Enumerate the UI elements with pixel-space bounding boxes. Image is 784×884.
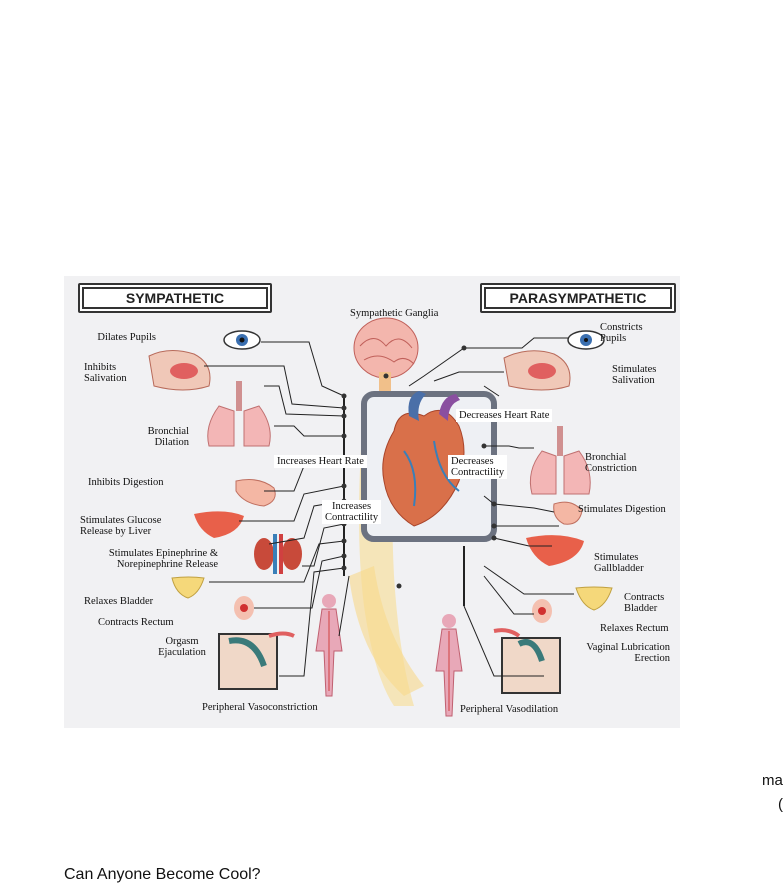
epinephrine-release-label: Stimulates Epinephrine & Norepinephrine … [108,548,218,570]
eye-right-illustration [567,330,605,350]
body-left-illustration [315,594,343,697]
page-caption: Can Anyone Become Cool? [64,866,261,883]
inhibits-digestion-label: Inhibits Digestion [88,477,164,488]
liver-right-illustration [526,535,584,566]
lungs-right-illustration [529,426,591,495]
increases-heart-rate-label: Increases Heart Rate [274,455,367,468]
constricts-pupils-label: Constricts Pupils [600,322,643,344]
relaxes-bladder-label: Relaxes Bladder [84,596,154,607]
dilates-pupils-label: Dilates Pupils [97,332,156,343]
sympathetic-header: SYMPATHETIC [78,283,272,313]
stomach-right-illustration [553,501,583,525]
clipped-text-fragment-2: ( [778,796,783,813]
diagram-graphics [148,317,613,717]
vasoconstriction-label: Peripheral Vasoconstriction [202,702,318,713]
inhibits-salivation-label: Inhibits Salivation [84,362,127,384]
decreases-heart-rate-label: Decreases Heart Rate [456,409,553,422]
pelvis-right-illustration [493,628,561,694]
bronchial-dilation-label: Bronchial Dilation [147,426,189,448]
rectum-left-illustration [234,596,254,620]
mouth-right-illustration [503,350,571,391]
autonomic-nervous-system-diagram: SYMPATHETIC PARASYMPATHETIC Sympathetic … [64,276,680,728]
clipped-text-fragment: ma [762,772,783,789]
kidneys-illustration [254,534,302,574]
sympathetic-ganglia-label: Sympathetic Ganglia [350,308,439,319]
lungs-left-illustration [207,381,271,447]
stomach-left-illustration [235,479,276,507]
orgasm-ejaculation-label: Orgasm Ejaculation [158,636,206,658]
liver-left-illustration [194,511,244,538]
vasodilation-label: Peripheral Vasodilation [460,704,559,715]
increases-contractility-label: Increases Contractility [322,500,382,524]
rectum-right-illustration [532,599,552,623]
bronchial-constriction-label: Bronchial Constriction [585,452,637,474]
mouth-left-illustration [148,350,211,391]
lubrication-erection-label: Vaginal Lubrication Erection [586,642,670,664]
stimulates-salivation-label: Stimulates Salivation [612,364,657,386]
sympathetic-connectors [204,341,350,677]
parasympathetic-connectors [408,337,574,677]
stimulates-gallbladder-label: Stimulates Gallbladder [594,552,644,574]
pelvis-left-illustration [218,631,295,690]
heart-panel [361,391,497,542]
relaxes-rectum-label: Relaxes Rectum [600,623,669,634]
parasympathetic-header: PARASYMPATHETIC [480,283,676,313]
contracts-rectum-label: Contracts Rectum [98,617,174,628]
decreases-contractility-label: Decreases Contractility [448,455,508,479]
body-right-illustration [435,614,463,717]
eye-left-illustration [223,330,261,350]
glucose-release-label: Stimulates Glucose Release by Liver [80,515,162,537]
contracts-bladder-label: Contracts Bladder [624,592,665,614]
bladder-left-illustration [171,576,205,599]
stimulates-digestion-label: Stimulates Digestion [578,504,666,515]
bladder-right-illustration [575,586,613,611]
